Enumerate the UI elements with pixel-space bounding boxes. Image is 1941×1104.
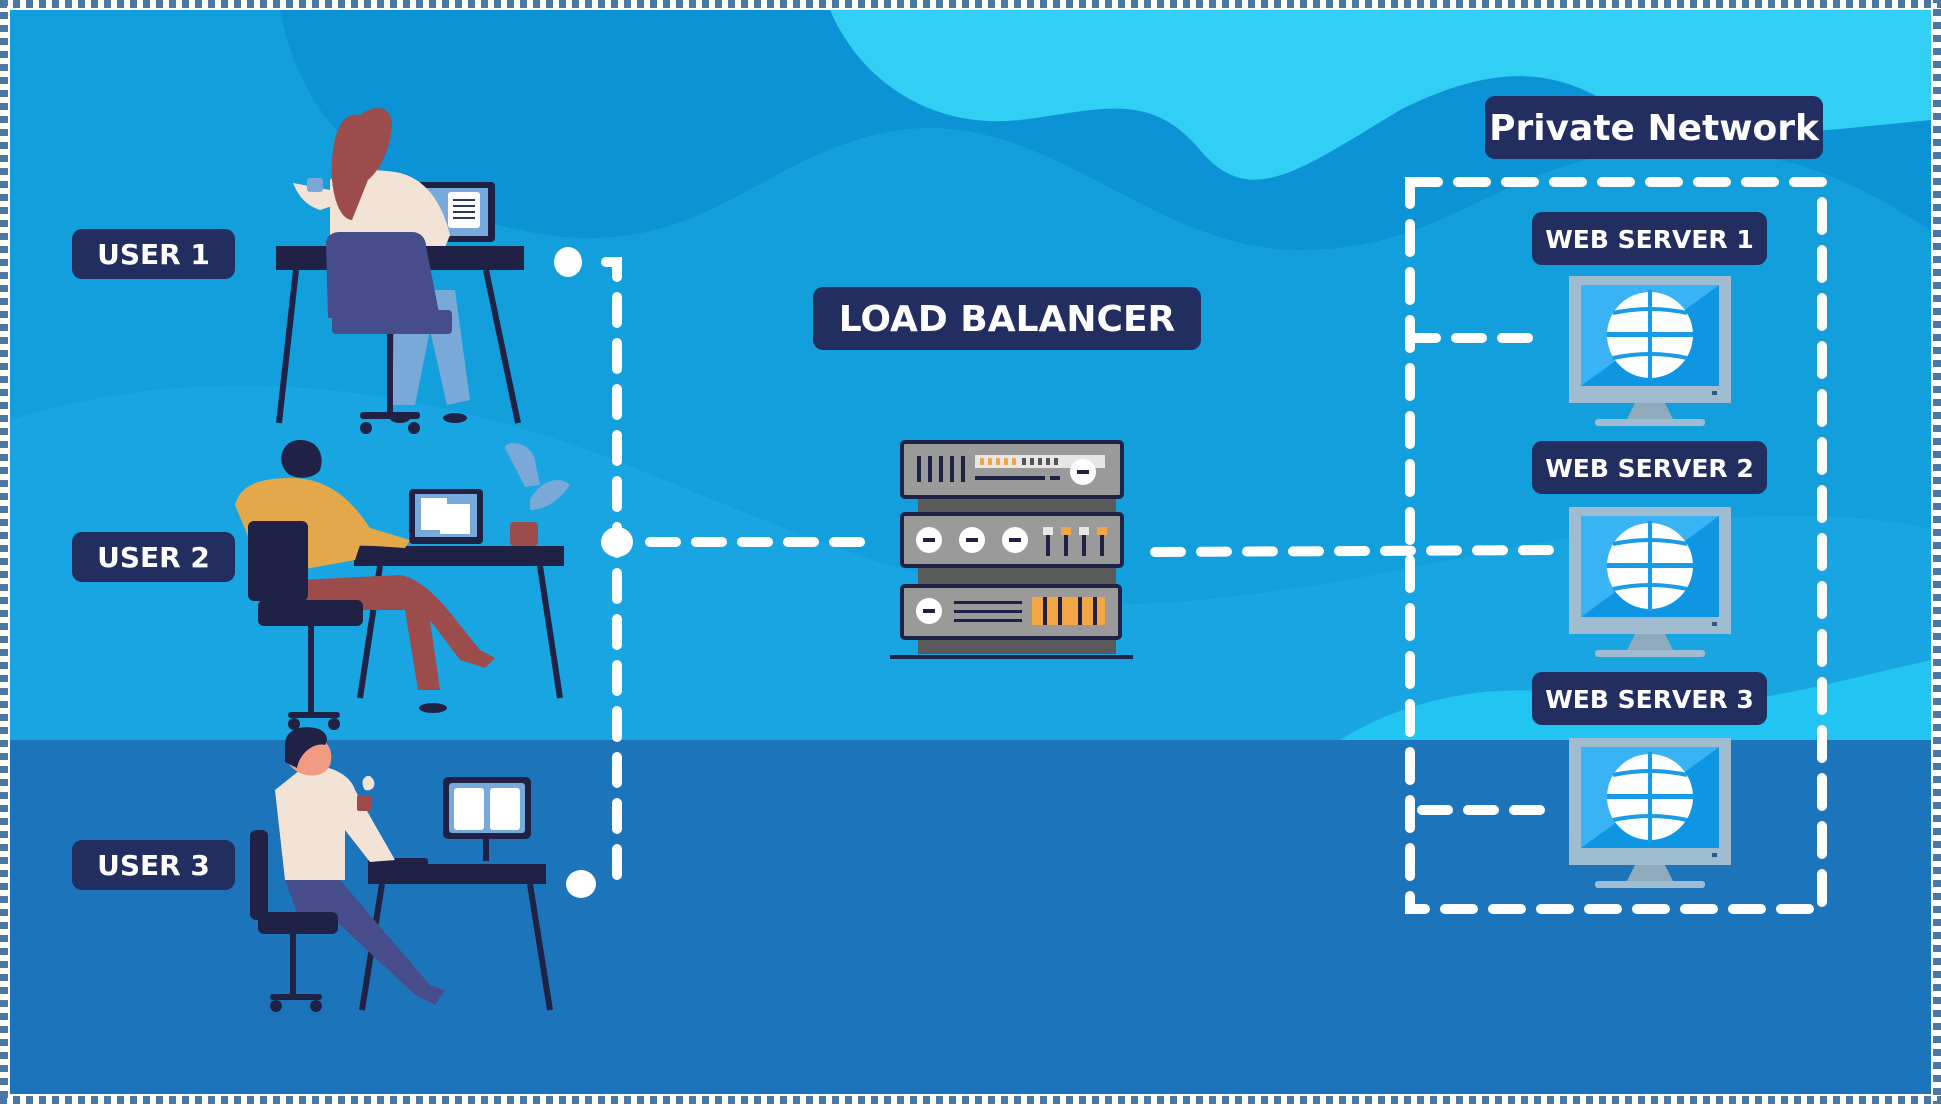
background-wave-bottom-right bbox=[1340, 660, 1931, 740]
user-1-cup bbox=[307, 178, 323, 192]
globe-icon bbox=[1607, 752, 1693, 842]
connector-nodes bbox=[554, 247, 633, 898]
web-server-2-monitor-icon bbox=[1569, 507, 1731, 657]
user-3-chair bbox=[250, 830, 268, 920]
web-server-1-label-text: WEB SERVER 1 bbox=[1545, 225, 1754, 254]
user-1-node-dot bbox=[554, 247, 582, 277]
user-2-plant-pot bbox=[510, 522, 538, 546]
user-1-chair bbox=[326, 232, 440, 318]
user-3-hair bbox=[285, 727, 327, 768]
user-bus-line bbox=[601, 257, 622, 889]
web-server-1-monitor-icon bbox=[1569, 276, 1731, 426]
user-2-chair bbox=[248, 521, 308, 601]
background-wave-light bbox=[830, 10, 1931, 180]
background-wave-mid bbox=[10, 385, 1931, 740]
web-server-2-label-text: WEB SERVER 2 bbox=[1545, 454, 1754, 483]
user-3-node-dot bbox=[566, 870, 596, 898]
user-2-desk bbox=[354, 546, 564, 566]
private-network-label: Private Network bbox=[1485, 96, 1823, 159]
private-network-boundary bbox=[1405, 177, 1827, 914]
user-1-label: USER 1 bbox=[72, 229, 235, 279]
web-server-1-label: WEB SERVER 1 bbox=[1532, 212, 1767, 265]
user-1-illustration bbox=[276, 107, 524, 434]
user-3-pants bbox=[285, 880, 445, 1005]
user-3-label: USER 3 bbox=[72, 840, 235, 890]
user-2-plant-leaf bbox=[505, 443, 540, 487]
globe-icon bbox=[1607, 290, 1693, 380]
load-balancer-to-network-line bbox=[1150, 545, 1565, 557]
load-balancer-rack-icon bbox=[890, 440, 1133, 659]
junction-node-dot bbox=[601, 527, 633, 557]
web-server-3-label-text: WEB SERVER 3 bbox=[1545, 685, 1754, 714]
web-server-3-monitor-icon bbox=[1569, 738, 1731, 888]
private-network-label-text: Private Network bbox=[1489, 108, 1820, 149]
load-balancer-label: LOAD BALANCER bbox=[813, 287, 1201, 350]
user-2-label-text: USER 2 bbox=[97, 541, 210, 574]
web-server-2-label: WEB SERVER 2 bbox=[1532, 441, 1767, 494]
user-2-illustration bbox=[235, 440, 570, 730]
globe-icon bbox=[1607, 521, 1693, 611]
connectors bbox=[601, 177, 1827, 914]
user-3-cup bbox=[357, 795, 371, 811]
user-1-hair bbox=[331, 107, 392, 220]
user-3-label-text: USER 3 bbox=[97, 849, 210, 882]
user-2-label: USER 2 bbox=[72, 532, 235, 582]
load-balancer-label-text: LOAD BALANCER bbox=[839, 299, 1176, 340]
user-3-desk bbox=[368, 864, 546, 884]
web-server-3-label: WEB SERVER 3 bbox=[1532, 672, 1767, 725]
user-1-label-text: USER 1 bbox=[97, 238, 210, 271]
user-3-illustration bbox=[250, 727, 553, 1012]
user-3-shirt bbox=[275, 766, 395, 880]
user-2-hair bbox=[281, 440, 322, 478]
